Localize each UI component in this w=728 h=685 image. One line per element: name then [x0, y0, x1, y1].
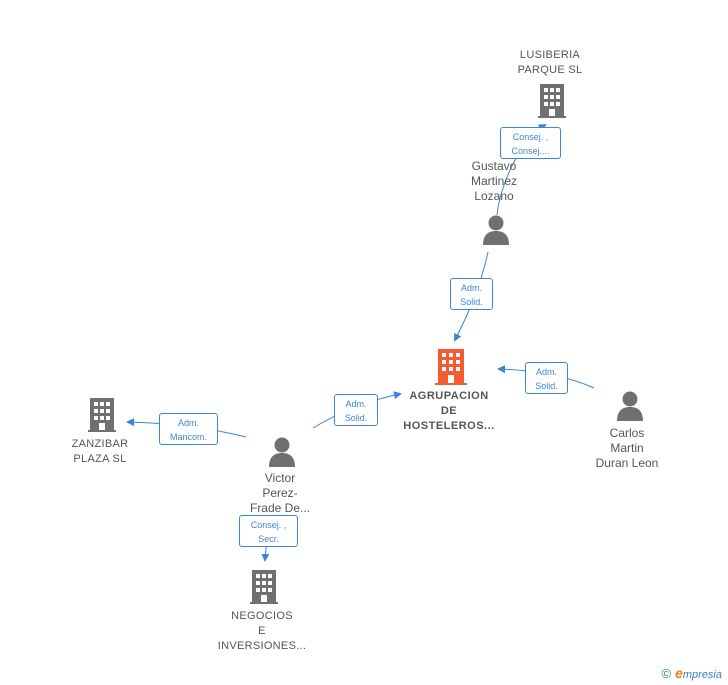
- building-icon: [88, 398, 116, 432]
- edge-label-victor-agrupacion[interactable]: Adm. Solid.: [334, 394, 378, 426]
- copyright-icon: ©: [661, 666, 672, 681]
- node-label: Carlos Martin Duran Leon: [595, 426, 659, 470]
- brand-initial: e: [675, 665, 683, 681]
- node-label: NEGOCIOS E INVERSIONES...: [217, 610, 307, 652]
- edge-label-gustavo-lusiberia[interactable]: Consej. , Consej....: [500, 127, 561, 159]
- person-icon: [483, 215, 509, 245]
- node-label: Victor Perez- Frade De...: [249, 471, 311, 515]
- node-label: ZANZIBAR PLAZA SL: [71, 438, 129, 465]
- building-icon: [435, 349, 467, 385]
- building-icon: [538, 84, 566, 118]
- edge-label-victor-zanzibar[interactable]: Adm. Mancom.: [159, 413, 218, 445]
- brand-name: mpresia: [682, 669, 722, 681]
- empresia-watermark: ©empresia: [661, 665, 722, 681]
- person-icon: [269, 437, 295, 467]
- node-label: Gustavo Martinez Lozano: [470, 159, 517, 203]
- building-icon: [250, 570, 278, 604]
- node-label: AGRUPACION DE HOSTELEROS...: [403, 390, 495, 432]
- edge-label-carlos-agrupacion[interactable]: Adm. Solid.: [525, 362, 568, 394]
- node-label: LUSIBERIA PARQUE SL: [517, 49, 583, 76]
- edge-label-victor-negocios[interactable]: Consej. , Secr.: [239, 515, 298, 547]
- edge-label-gustavo-agrupacion[interactable]: Adm. Solid.: [450, 278, 493, 310]
- person-icon: [617, 391, 643, 421]
